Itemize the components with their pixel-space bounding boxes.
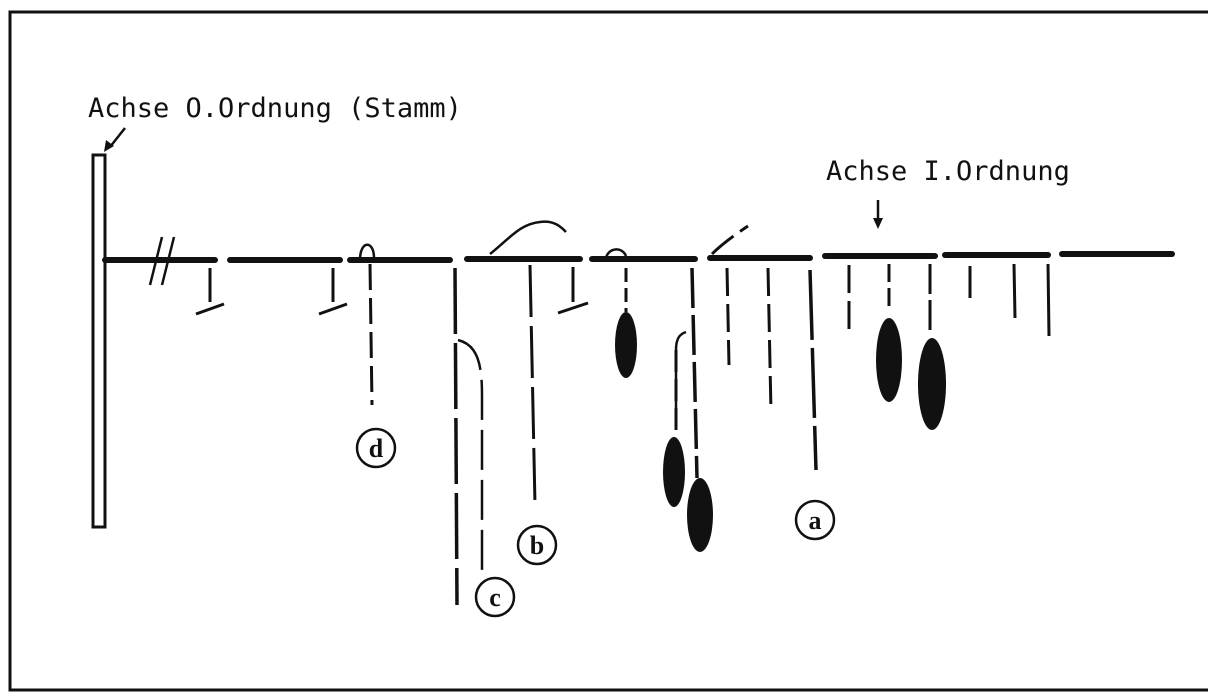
- shoot-d: [358, 243, 376, 406]
- fruit-shape: [663, 437, 685, 507]
- first-order-axis: [102, 251, 1175, 263]
- short-shoots-with-foot: [195, 267, 589, 316]
- shoot-c: [453, 267, 484, 606]
- trunk-arrow: [104, 127, 126, 152]
- shoot-b: [489, 220, 567, 506]
- fruit-shoot-2: [663, 267, 713, 552]
- diagram-border: [8, 10, 1208, 692]
- marker-d: d: [355, 427, 397, 469]
- right-short-shoots: [968, 263, 1051, 337]
- dashed-shoots-group: [710, 224, 851, 413]
- svg-text:d: d: [369, 434, 384, 463]
- svg-text:c: c: [489, 583, 501, 612]
- axis-break-mark: [148, 236, 176, 286]
- marker-a: a: [794, 499, 836, 541]
- svg-text:a: a: [809, 506, 822, 535]
- trunk-axis: [91, 153, 107, 529]
- svg-text:b: b: [530, 531, 544, 560]
- trunk-label: Achse O.Ordnung (Stamm): [88, 93, 462, 124]
- fruit-shoot-1: [604, 248, 637, 378]
- fruit-shape: [615, 312, 637, 378]
- marker-c: c: [474, 576, 516, 618]
- fruit-shape: [918, 338, 946, 430]
- fruit-shape: [687, 478, 713, 552]
- shoot-a: [808, 269, 818, 471]
- marker-b: b: [516, 524, 558, 566]
- first-order-axis-label: Achse I.Ordnung: [826, 156, 1070, 187]
- first-order-axis-arrow: [873, 200, 883, 229]
- fruit-shoot-3: [876, 264, 902, 402]
- fruit-shoot-4: [918, 264, 946, 430]
- fruit-shape: [876, 318, 902, 402]
